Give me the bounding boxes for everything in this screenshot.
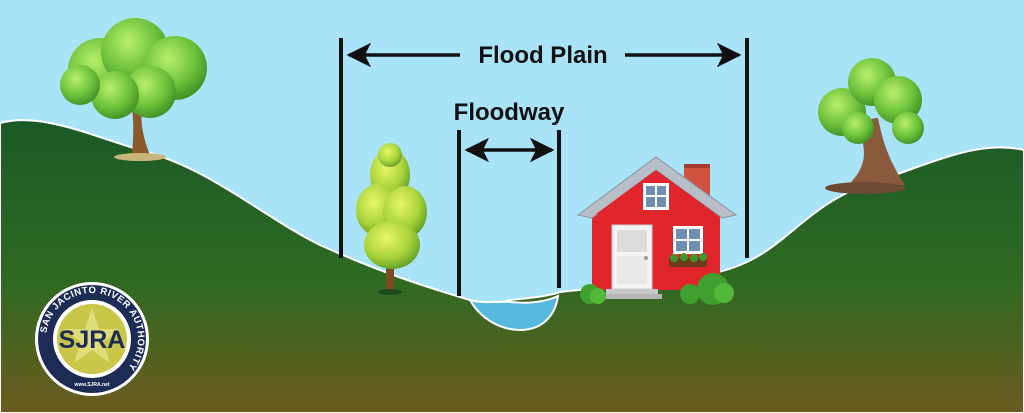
bush-icon xyxy=(680,273,734,305)
river-water xyxy=(467,294,560,332)
house-roof xyxy=(576,156,738,219)
bush-icon xyxy=(580,284,606,304)
sjra-logo: SAN JACINTO RIVER AUTHORITY SJRA www.SJR… xyxy=(35,282,149,396)
star-icon xyxy=(63,308,121,363)
house-icon xyxy=(576,156,738,299)
tree-icon xyxy=(356,143,427,295)
logo-initials: SJRA xyxy=(59,326,126,354)
tree-icon xyxy=(818,58,924,194)
tree-icon xyxy=(60,18,207,161)
floodway-label: Floodway xyxy=(454,99,565,126)
logo-url: www.SJRA.net xyxy=(73,382,109,388)
flood-plain-label: Flood Plain xyxy=(478,42,607,69)
